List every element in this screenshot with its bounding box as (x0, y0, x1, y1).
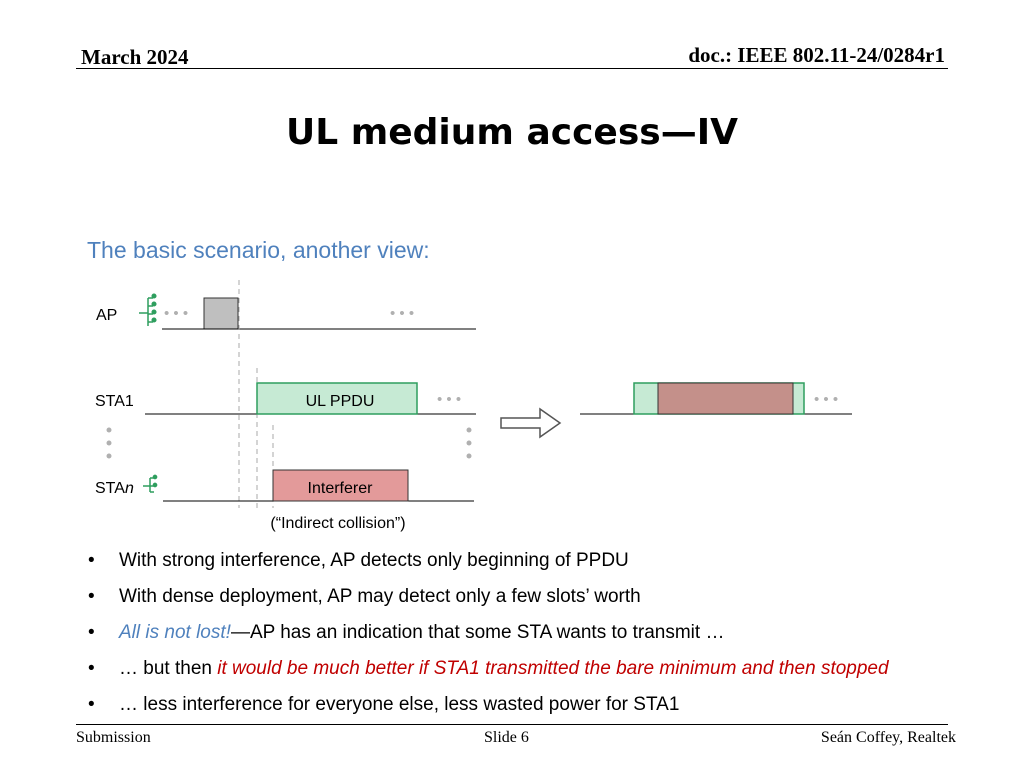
header-date: March 2024 (81, 45, 189, 69)
footer-rule (76, 724, 948, 725)
bullet-marker: • (88, 550, 95, 571)
bullet-marker: • (88, 658, 95, 679)
slide-subtitle: The basic scenario, another view: (87, 237, 430, 263)
header-doc-id: doc.: IEEE 802.11-24/0284r1 (688, 43, 945, 67)
antenna-icon-stan (143, 474, 158, 493)
bullet-marker: • (88, 586, 95, 607)
vertical-ellipsis-left (106, 427, 112, 459)
stan-label: STAn (95, 480, 134, 497)
emphasis-text: All is not lost! (119, 622, 231, 643)
sta1-label: STA1 (95, 393, 134, 410)
ap-ellipsis-left: • • • (164, 305, 188, 322)
bullet-marker: • (88, 694, 95, 715)
interferer-label: Interferer (308, 480, 374, 497)
emphasis-text: it would be much better if STA1 transmit… (217, 658, 889, 679)
vertical-ellipsis-right (466, 427, 472, 459)
footer-slide-number: Slide 6 (484, 729, 529, 746)
indirect-collision-caption: (“Indirect collision”) (270, 515, 405, 532)
ul-ppdu-label: UL PPDU (306, 393, 375, 410)
bullet-text: … less interference for everyone else, l… (119, 694, 680, 715)
ul-ppdu-block (256, 382, 418, 415)
ap-label: AP (96, 307, 117, 324)
bullet-text: … but then it would be much better if ST… (119, 655, 889, 683)
right-arrow-icon (500, 407, 562, 439)
bullet-text: With dense deployment, AP may detect onl… (119, 586, 641, 607)
antenna-icon-ap (139, 293, 157, 326)
collided-region-block (657, 382, 794, 415)
footer-author: Seán Coffey, Realtek (820, 729, 956, 746)
sta1-ellipsis: • • • (437, 391, 461, 408)
bullet-text-rest: —AP has an indication that some STA want… (230, 622, 725, 643)
bullet-text-prefix: … but then (119, 658, 218, 679)
bullet-text: All is not lost!—AP has an indication th… (119, 619, 724, 647)
footer-submission: Submission (76, 729, 151, 746)
header-rule (76, 68, 948, 69)
bullet-marker: • (88, 622, 95, 643)
interferer-block (272, 469, 409, 502)
slide-title: UL medium access—IV (286, 112, 738, 153)
ap-ellipsis-right: • • • (390, 305, 414, 322)
bullet-text: With strong interference, AP detects onl… (119, 550, 629, 571)
ap-detected-block (203, 297, 239, 330)
proposed-ellipsis: • • • (814, 391, 838, 408)
